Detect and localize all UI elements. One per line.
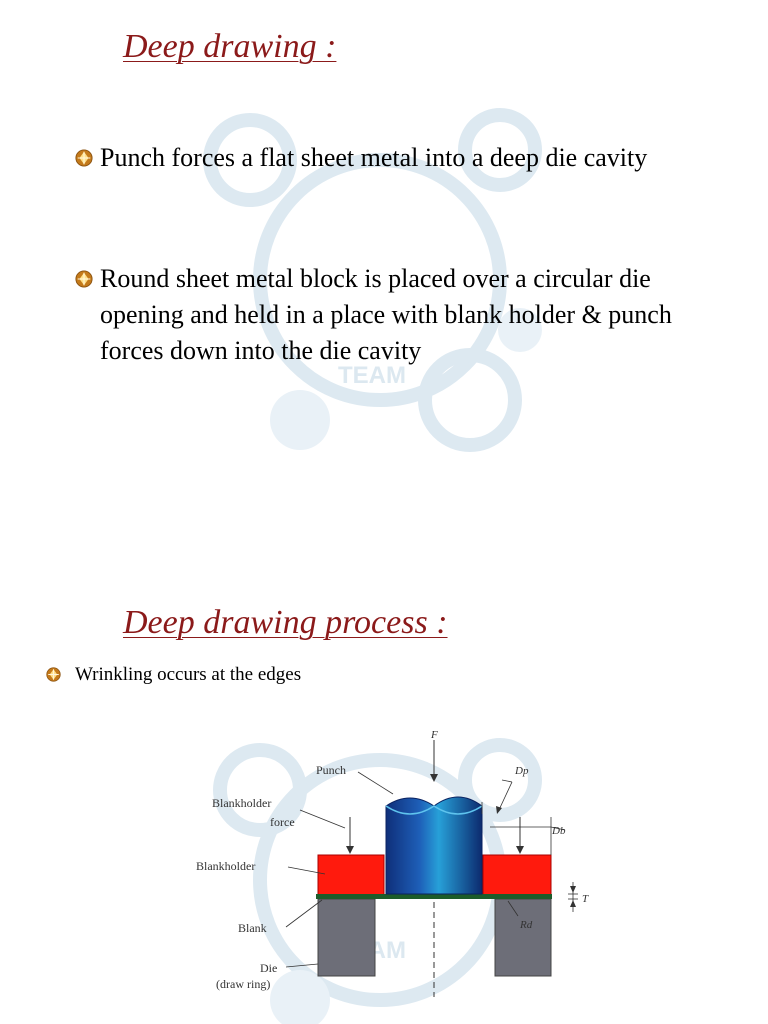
blankholder-label: Blankholder — [196, 859, 255, 873]
slide-title: Deep drawing process : — [123, 604, 448, 641]
force-label: F — [430, 729, 438, 741]
die-label: Die — [260, 961, 277, 975]
die-radius-label: Rd — [519, 919, 533, 931]
deep-drawing-diagram: F Punch Blankholder force Blankholder Bl… — [196, 729, 589, 997]
blank-sheet — [316, 894, 552, 899]
die-label: (draw ring) — [216, 977, 270, 991]
diamond-bullet-icon — [75, 270, 93, 288]
bullet-text: Punch forces a flat sheet metal into a d… — [100, 143, 648, 172]
bullet-item: Round sheet metal block is placed over a… — [75, 261, 695, 369]
punch-diameter-label: Dp — [514, 765, 529, 777]
punch-label: Punch — [316, 763, 346, 777]
blankholder-right — [482, 854, 552, 896]
die-right — [494, 898, 552, 977]
bullet-text: Wrinkling occurs at the edges — [75, 664, 302, 685]
bullet-item: Punch forces a flat sheet metal into a d… — [75, 140, 695, 176]
die-left — [317, 898, 376, 977]
bullet-item: Wrinkling occurs at the edges — [46, 661, 546, 689]
bullet-text: Round sheet metal block is placed over a… — [100, 264, 672, 365]
blankholder-force-label: force — [270, 815, 295, 829]
blank-label: Blank — [238, 921, 267, 935]
blank-diameter-label: Db — [551, 825, 566, 837]
blankholder-force-label: Blankholder — [212, 796, 271, 810]
diamond-bullet-icon — [75, 149, 93, 167]
punch — [385, 796, 483, 895]
diamond-bullet-icon — [46, 667, 61, 682]
slide-title: Deep drawing : — [123, 28, 337, 65]
blankholder-left — [317, 854, 385, 896]
thickness-label: T — [582, 893, 589, 905]
